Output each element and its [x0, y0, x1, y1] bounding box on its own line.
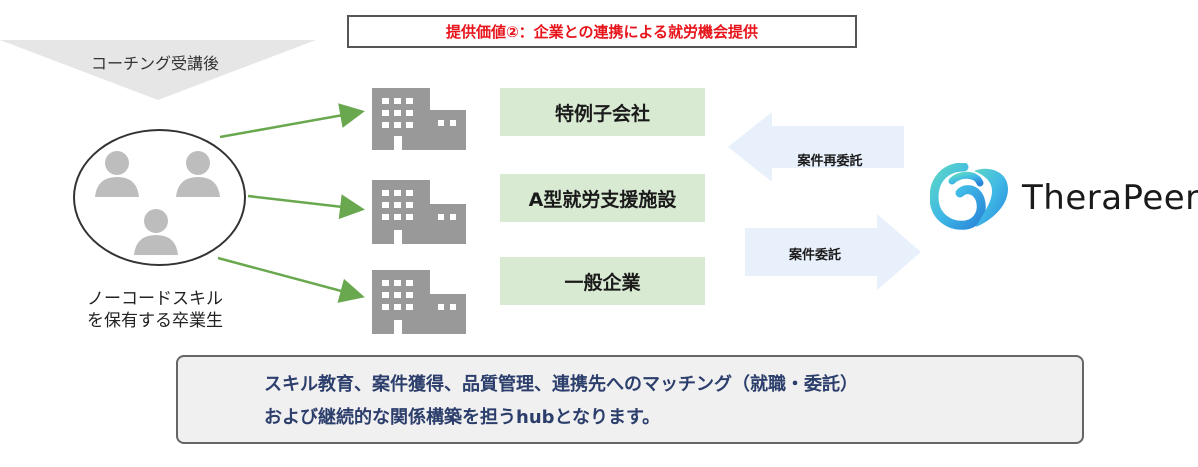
coaching-banner-shape [0, 40, 316, 100]
left-block-arrow [728, 112, 904, 182]
coaching-label: コーチング受講後 [90, 54, 219, 73]
building-icon [372, 180, 466, 244]
building-icon [372, 270, 466, 334]
page-title: 提供価値②：企業との連携による就労機会提供 [347, 15, 857, 48]
arrow-label-request: 案件委託 [788, 248, 841, 263]
summary-line-2: および継続的な関係構築を担うhubとなります。 [264, 407, 661, 428]
summary-line-1: スキル教育、案件獲得、品質管理、連携先へのマッチング（就職・委託） [264, 374, 858, 395]
graduates-label-line2: を保有する卒業生 [87, 311, 223, 331]
right-block-arrow [745, 214, 921, 290]
page-title-text: 提供価値②：企業との連携による就労機会提供 [445, 23, 759, 41]
arrow-to-company-1 [219, 103, 365, 139]
person-icon [176, 151, 220, 197]
arrow-to-company-3 [217, 256, 365, 303]
right-block-arrow-shape [745, 214, 921, 290]
arrow-label-rerequest: 案件再委託 [797, 154, 863, 169]
company-label-general: 一般企業 [500, 257, 705, 305]
building-icon [372, 88, 466, 150]
arrow-to-company-2 [247, 194, 365, 220]
person-icon [95, 151, 139, 197]
brand-name: TheraPeer [1022, 178, 1198, 218]
company-label-text: 特例子会社 [554, 102, 650, 125]
graduates-label-line1: ノーコードスキル [87, 289, 223, 309]
company-label-text: 一般企業 [564, 271, 641, 294]
therapeer-logo-icon [930, 163, 1008, 230]
company-label-text: A型就労支援施設 [528, 188, 677, 211]
left-block-arrow-shape [728, 112, 904, 182]
graduates-people-icons [95, 151, 220, 255]
coaching-banner [0, 40, 316, 100]
graduates-circle [73, 129, 246, 266]
graduates-label: ノーコードスキル を保有する卒業生 [60, 288, 250, 332]
company-label-type-a-support: A型就労支援施設 [500, 174, 705, 222]
summary-box [176, 355, 1084, 444]
company-label-special-subsidiary: 特例子会社 [500, 88, 705, 136]
person-icon [134, 209, 178, 255]
